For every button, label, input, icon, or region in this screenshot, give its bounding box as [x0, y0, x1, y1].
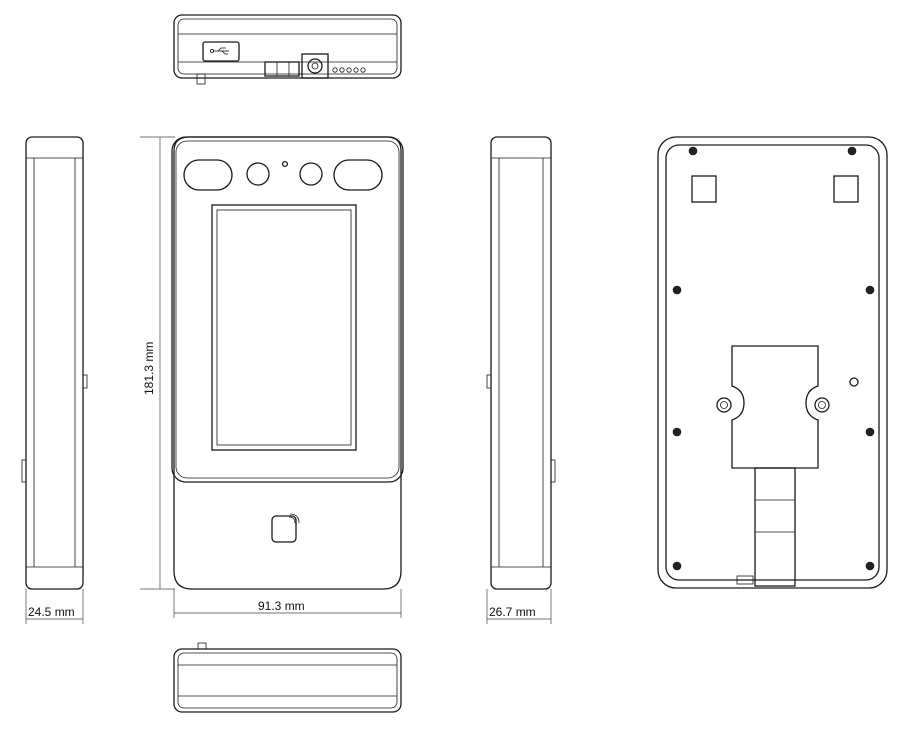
light-sensor: [281, 160, 289, 168]
camera-left: [246, 162, 270, 186]
card-reader-icon: [271, 513, 300, 543]
back-view: [657, 136, 888, 589]
display-screen: [211, 204, 357, 451]
top-view: [173, 14, 402, 85]
camera-right: [299, 162, 323, 186]
mounting-plate: [731, 345, 819, 469]
depth-right-label: 26.7 mm: [489, 605, 536, 619]
width-label: 91.3 mm: [258, 599, 305, 613]
power-jack: [301, 53, 329, 79]
left-side-view: 24.5 mm: [21, 136, 88, 624]
right-side-view: 26.7 mm: [486, 136, 556, 624]
depth-left-label: 24.5 mm: [28, 605, 75, 619]
bottom-view: [173, 642, 402, 713]
usb-icon: [202, 41, 240, 62]
ir-sensor-right: [333, 159, 383, 191]
indicator-dots: [332, 67, 366, 73]
height-label: 181.3 mm: [142, 342, 156, 395]
front-view: 181.3 mm 91.3 mm: [140, 136, 404, 618]
ir-sensor-left: [183, 159, 233, 191]
